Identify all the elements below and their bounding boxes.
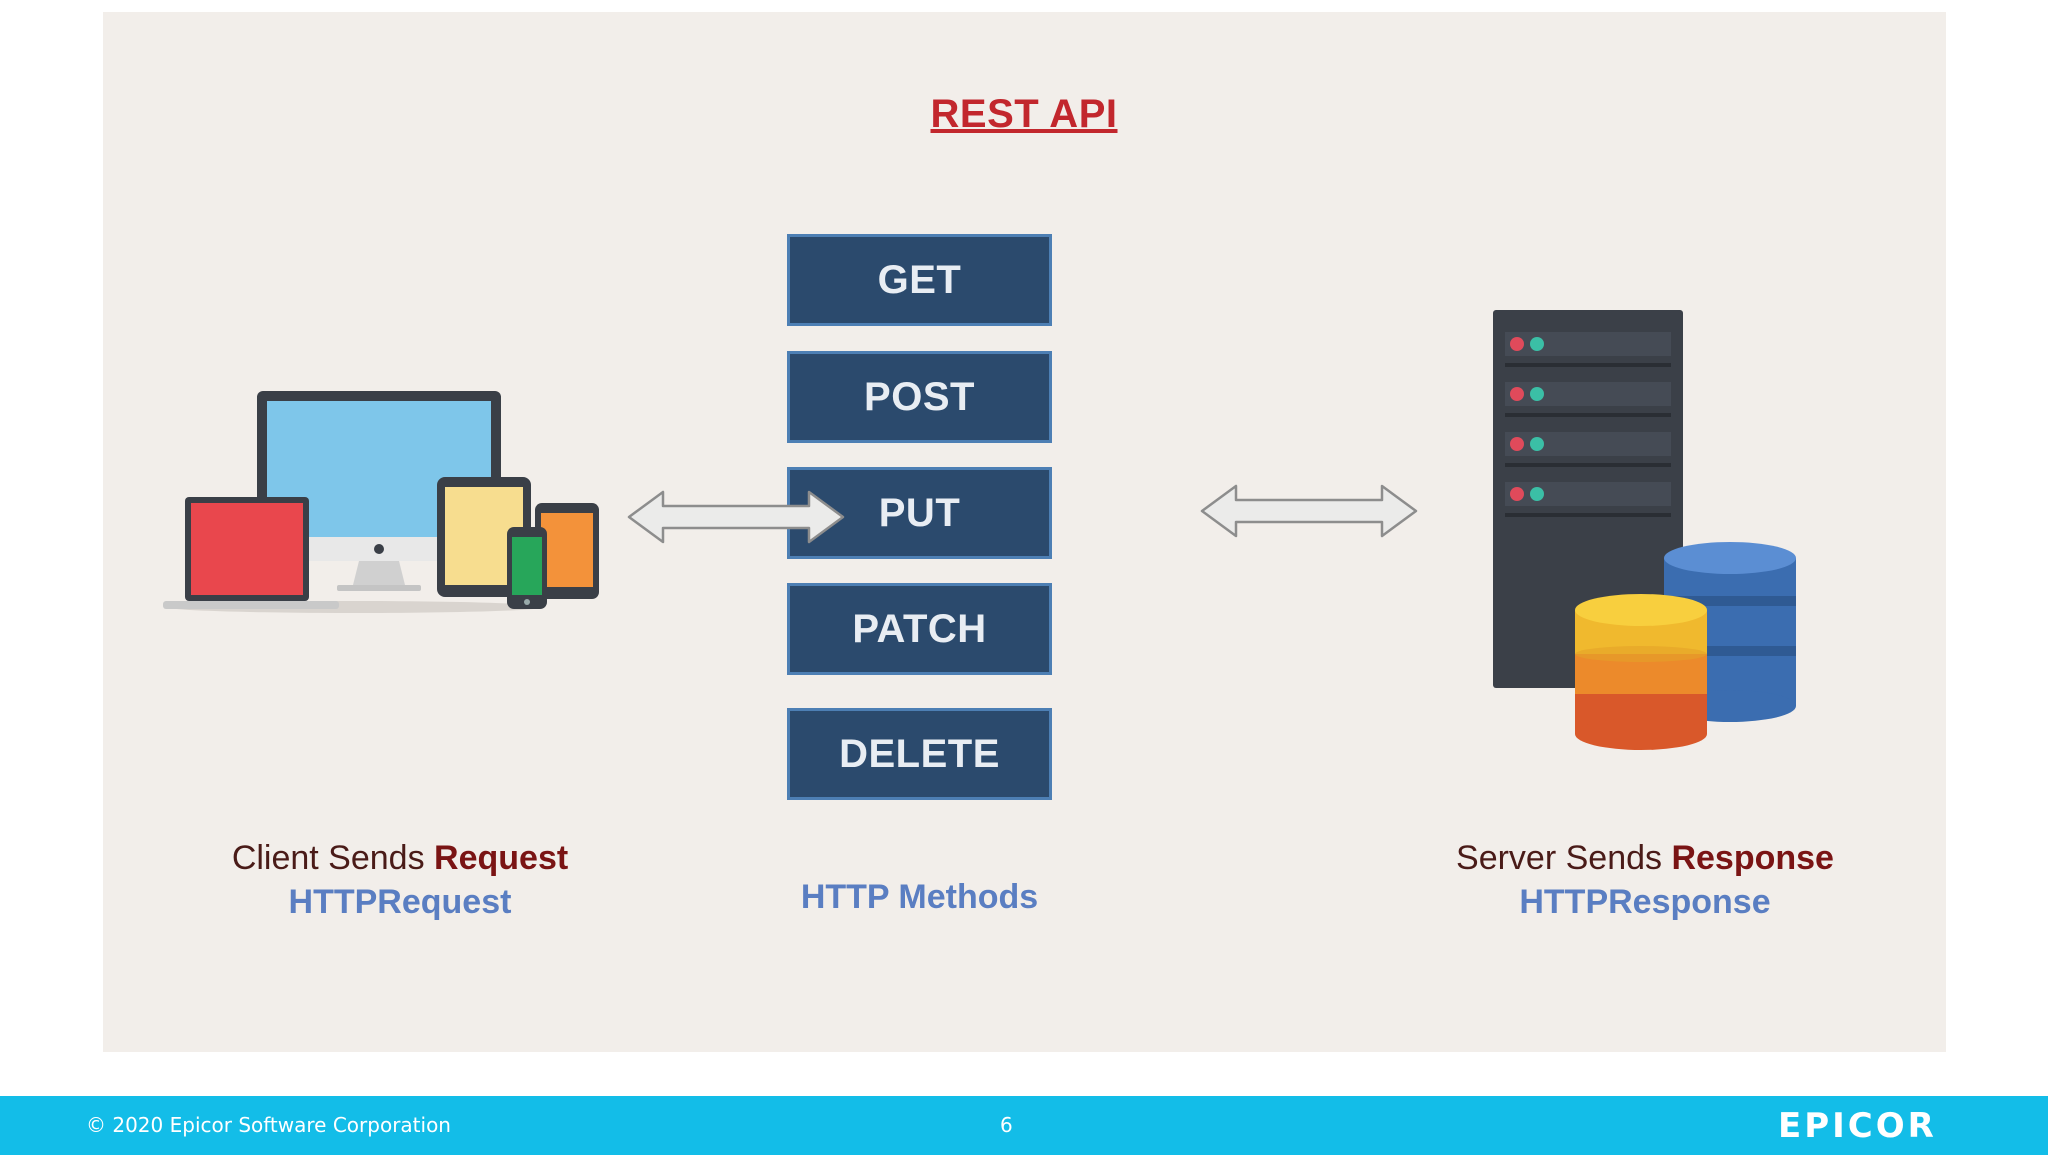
server-label-line1: Server Sends Response bbox=[1400, 836, 1890, 880]
method-put: PUT bbox=[787, 467, 1052, 559]
server-icon bbox=[1493, 310, 1683, 688]
server-label-line2: HTTPResponse bbox=[1519, 883, 1771, 921]
client-label-bold: Request bbox=[434, 839, 569, 877]
method-patch: PATCH bbox=[787, 583, 1052, 675]
client-label-prefix: Client Sends bbox=[231, 839, 435, 877]
database-icon bbox=[1575, 542, 1796, 750]
http-methods-label: HTTP Methods bbox=[800, 878, 1039, 916]
method-post: POST bbox=[787, 351, 1052, 443]
double-arrow-icon bbox=[1200, 484, 1418, 538]
server-label: Server Sends Response HTTPResponse bbox=[1400, 836, 1890, 924]
page-number: 6 bbox=[1000, 1113, 1013, 1137]
method-label: GET bbox=[877, 257, 962, 302]
server-label-prefix: Server Sends bbox=[1456, 839, 1672, 877]
client-label: Client Sends Request HTTPRequest bbox=[160, 836, 640, 924]
method-label: DELETE bbox=[839, 731, 1000, 776]
footer-bar: © 2020 Epicor Software Corporation 6 EPI… bbox=[0, 1096, 2048, 1155]
devices-icon bbox=[163, 391, 599, 613]
server-label-bold: Response bbox=[1671, 839, 1834, 877]
method-get: GET bbox=[787, 234, 1052, 326]
double-arrow-icon bbox=[627, 490, 845, 544]
method-label: PATCH bbox=[852, 606, 987, 651]
client-label-line2: HTTPRequest bbox=[288, 883, 512, 921]
diagram-title: REST API bbox=[930, 92, 1118, 136]
method-label: POST bbox=[864, 374, 975, 419]
method-label: PUT bbox=[878, 490, 961, 535]
epicor-logo: EPICOR bbox=[1778, 1106, 1937, 1146]
copyright-text: © 2020 Epicor Software Corporation bbox=[86, 1113, 451, 1137]
client-label-line1: Client Sends Request bbox=[160, 836, 640, 880]
method-delete: DELETE bbox=[787, 708, 1052, 800]
